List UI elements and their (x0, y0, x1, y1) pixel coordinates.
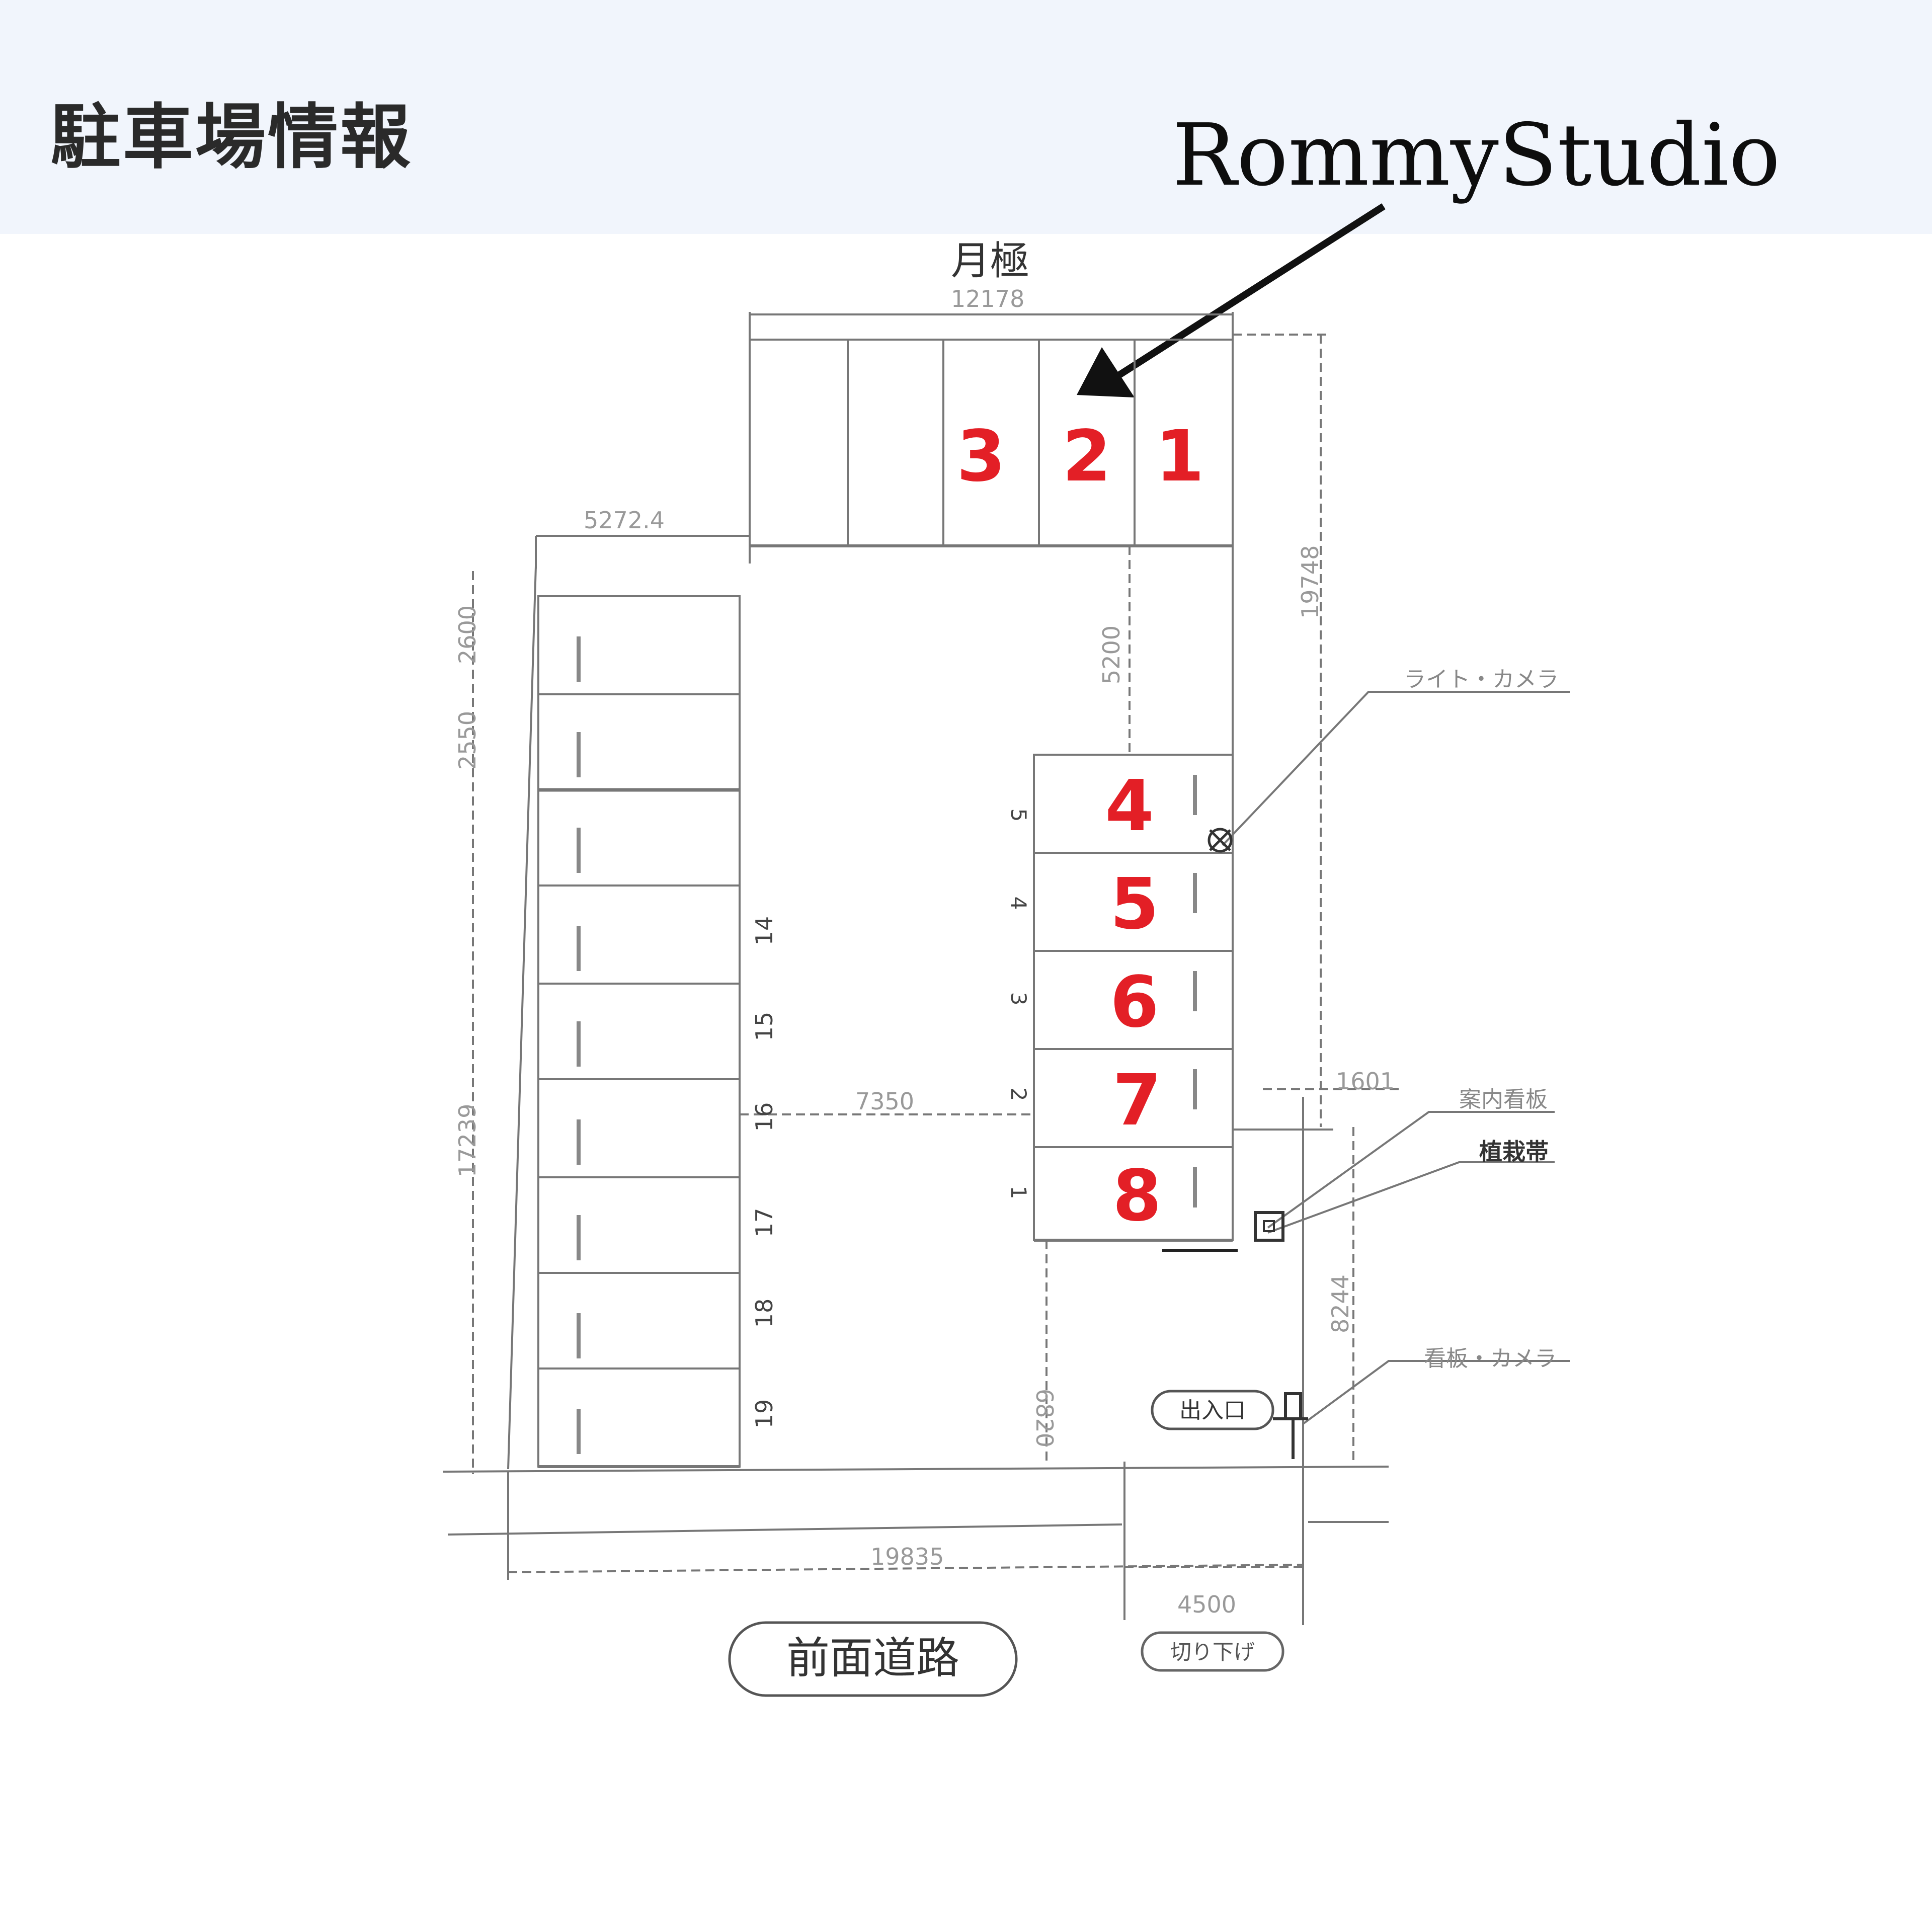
left-number: 19 (751, 1399, 778, 1429)
sign-camera-icon (1273, 1392, 1308, 1459)
left-number: 18 (751, 1299, 778, 1328)
pointer-arrow (1077, 203, 1386, 397)
front-road-pill (728, 1621, 1018, 1697)
dim-right-lower: 8244 (1327, 1274, 1354, 1333)
camera-icon (1208, 828, 1233, 853)
right-small-number: 2 (1006, 1088, 1031, 1101)
light-camera-label: ライト・カメラ (1404, 667, 1559, 692)
dim-top-width: 12178 (951, 285, 1024, 312)
left-number: 14 (751, 916, 778, 946)
dim-upper-left-offset: 5272.4 (584, 507, 665, 534)
guide-sign-icon (1254, 1211, 1284, 1242)
stall-number-2: 2 (1062, 416, 1111, 498)
dim-aisle-width: 7350 (855, 1088, 914, 1115)
left-block (537, 595, 741, 1468)
dim-aisle-upper: 5200 (1098, 625, 1125, 684)
right-small-number: 3 (1006, 992, 1031, 1006)
stall-number-8: 8 (1112, 1155, 1161, 1237)
sign-camera-label: 看板・カメラ (1424, 1346, 1557, 1372)
entrance-pill (1151, 1390, 1274, 1430)
right-small-number: 4 (1006, 897, 1031, 910)
stall-number-1: 1 (1155, 416, 1204, 498)
dim-left-upper: 2550 (454, 711, 481, 770)
page-title: 駐車場情報 (50, 97, 413, 179)
stall-number-4: 4 (1105, 765, 1154, 847)
stall-number-3: 3 (956, 416, 1005, 498)
dim-right-height: 19748 (1297, 545, 1324, 619)
right-small-number: 5 (1006, 809, 1031, 822)
hedge-label: 植栽帯 (1479, 1138, 1549, 1165)
dim-left-total: 17239 (454, 1104, 481, 1177)
left-number: 15 (751, 1012, 778, 1041)
curb-cut-pill (1141, 1631, 1284, 1672)
front-road-label: 前面道路 (786, 1633, 959, 1683)
stall-number-7: 7 (1112, 1060, 1161, 1142)
dim-bottom-width: 19835 (870, 1543, 944, 1570)
entrance-label: 出入口 (1179, 1398, 1246, 1423)
guide-sign-label: 案内看板 (1459, 1087, 1548, 1112)
dim-right-offset: 1601 (1336, 1068, 1395, 1095)
dim-aisle-lower: 6820 (1031, 1389, 1058, 1447)
right-small-number: 1 (1006, 1186, 1031, 1199)
left-number: 16 (751, 1102, 778, 1132)
top-label: 月極 (951, 238, 1029, 284)
stall-number-5: 5 (1110, 863, 1159, 945)
stall-number-6: 6 (1110, 961, 1159, 1043)
dim-left-stall-depth: 2600 (454, 605, 481, 664)
studio-caption: RommyStudio (1172, 106, 1781, 205)
header-band (0, 0, 1932, 234)
dim-entrance-width: 4500 (1177, 1591, 1236, 1618)
left-number: 17 (751, 1208, 778, 1238)
curb-cut-label: 切り下げ (1170, 1640, 1255, 1664)
